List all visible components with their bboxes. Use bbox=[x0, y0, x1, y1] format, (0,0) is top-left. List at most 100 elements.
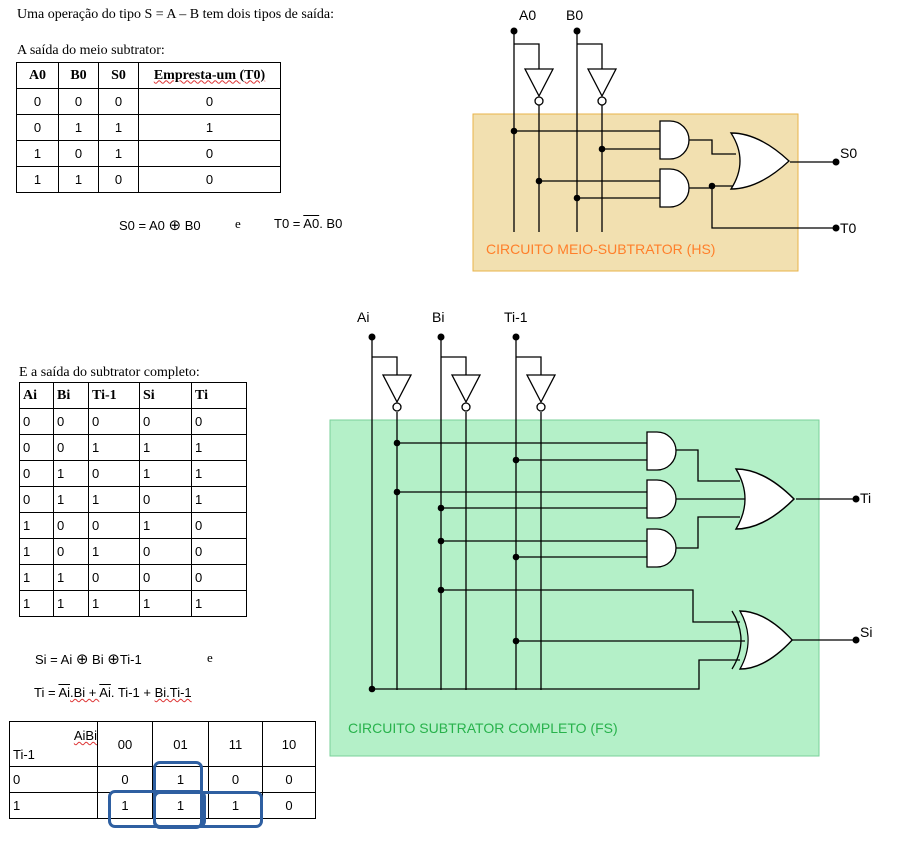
table-cell: 0 bbox=[139, 538, 192, 565]
half-equation-t: T0 = A0. B0 bbox=[274, 216, 342, 231]
header-cell: S0 bbox=[98, 62, 139, 89]
output-label-ti: Ti bbox=[860, 490, 871, 506]
not-gate-icon bbox=[450, 374, 482, 404]
table-row: 1 0 1 0 bbox=[16, 140, 281, 167]
half-subtractor-junctions bbox=[510, 27, 840, 232]
half-truth-table: A0 B0 S0 Empresta-um (T0) 0 0 0 0 0 1 1 … bbox=[16, 62, 281, 193]
half-subtractor-wiring bbox=[513, 31, 836, 232]
kmap-row-header: 1 bbox=[9, 792, 98, 819]
header-text: Empresta-um (T0) bbox=[153, 67, 266, 83]
table-cell: 1 bbox=[191, 590, 247, 617]
table-cell: 0 bbox=[191, 538, 247, 565]
table-cell: 0 bbox=[88, 564, 140, 591]
output-label-t0: T0 bbox=[840, 220, 857, 236]
kmap-col-var: AiBi bbox=[73, 728, 97, 743]
table-header-row: A0 B0 S0 Empresta-um (T0) bbox=[16, 62, 281, 89]
kmap-cell: 0 bbox=[262, 792, 316, 819]
xor-gate-arc bbox=[731, 610, 742, 670]
kmap-row-var: Ti-1 bbox=[13, 747, 35, 762]
output-label-si: Si bbox=[860, 624, 872, 640]
half-equation-s: S0 = A0 ⊕ B0 bbox=[119, 216, 201, 234]
table-cell: 1 bbox=[139, 434, 192, 461]
table-cell: 1 bbox=[19, 590, 54, 617]
kmap-row-header: 0 bbox=[9, 766, 98, 793]
table-cell: 1 bbox=[58, 166, 99, 193]
header-cell: Empresta-um (T0) bbox=[138, 62, 281, 89]
table-cell: 1 bbox=[191, 486, 247, 513]
eq-text: B0 bbox=[184, 218, 201, 233]
eq-text: S0 = A0 bbox=[119, 218, 165, 233]
header-cell: Ai bbox=[19, 382, 54, 409]
eq-text: Si = Ai bbox=[35, 652, 73, 667]
table-cell: 1 bbox=[53, 460, 89, 487]
header-cell: A0 bbox=[16, 62, 59, 89]
xor-symbol: ⊕ bbox=[107, 651, 120, 668]
karnaugh-map: AiBi Ti-1 00 01 11 10 0 0 1 0 0 1 1 1 1 … bbox=[9, 721, 316, 819]
table-cell: 1 bbox=[191, 460, 247, 487]
half-subtractor-label: CIRCUITO MEIO-SUBTRATOR (HS) bbox=[486, 241, 715, 257]
not-bubble-icon bbox=[461, 402, 471, 412]
xor-symbol: ⊕ bbox=[168, 217, 182, 234]
eq-text: Bi.Ti-1 bbox=[154, 685, 192, 700]
not-gate-icon bbox=[525, 374, 557, 404]
table-cell: 0 bbox=[53, 512, 89, 539]
not-gate-icon bbox=[523, 68, 555, 98]
full-caption: E a saída do subtrator completo: bbox=[19, 365, 200, 380]
table-cell: 0 bbox=[138, 88, 281, 115]
table-row: 1 1 0 0 bbox=[16, 166, 281, 193]
table-cell: 1 bbox=[19, 512, 54, 539]
table-cell: 0 bbox=[53, 434, 89, 461]
table-cell: 1 bbox=[88, 486, 140, 513]
table-cell: 0 bbox=[191, 564, 247, 591]
full-subtractor-junctions bbox=[368, 333, 860, 693]
half-caption: A saída do meio subtrator: bbox=[17, 43, 165, 58]
full-equation-si: Si = Ai ⊕ Bi ⊕Ti-1 bbox=[35, 650, 142, 668]
eq-text: . Ti-1 + bbox=[110, 685, 155, 700]
kmap-col-header: 10 bbox=[262, 721, 316, 767]
table-cell: 0 bbox=[98, 88, 139, 115]
kmap-group-right bbox=[153, 791, 263, 828]
kmap-corner-cell: AiBi Ti-1 bbox=[9, 721, 98, 767]
eq-text: .Bi + bbox=[70, 685, 100, 700]
input-label-ai: Ai bbox=[357, 309, 369, 325]
table-cell: 1 bbox=[53, 564, 89, 591]
table-cell: 1 bbox=[53, 590, 89, 617]
table-cell: 1 bbox=[19, 564, 54, 591]
eq-text: A0 bbox=[303, 216, 320, 231]
full-equation-conj: e bbox=[207, 650, 213, 665]
table-row: 0 0 0 0 bbox=[16, 88, 281, 115]
not-bubble-icon bbox=[597, 96, 607, 106]
table-cell: 0 bbox=[138, 140, 281, 167]
output-label-s0: S0 bbox=[840, 145, 857, 161]
eq-text: . B0 bbox=[319, 216, 343, 231]
kmap-row: 1 1 1 1 0 bbox=[9, 792, 316, 819]
input-label-b0: B0 bbox=[566, 7, 583, 23]
half-equation-conj: e bbox=[235, 216, 241, 231]
eq-text: Ai bbox=[58, 685, 71, 700]
full-equation-ti: Ti = Ai.Bi + Ai. Ti-1 + Bi.Ti-1 bbox=[34, 685, 192, 700]
table-cell: 1 bbox=[138, 114, 281, 141]
eq-text: Bi bbox=[92, 652, 104, 667]
full-subtractor-wiring bbox=[371, 337, 856, 690]
intro-text: Uma operação do tipo S = A – B tem dois … bbox=[17, 7, 335, 22]
kmap-cell: 0 bbox=[208, 766, 263, 793]
table-header-row: Ai Bi Ti-1 Si Ti bbox=[19, 382, 247, 409]
xor-symbol: ⊕ bbox=[75, 651, 89, 668]
input-label-bi: Bi bbox=[432, 309, 444, 325]
kmap-cell: 1 bbox=[208, 792, 263, 819]
header-cell: Bi bbox=[53, 382, 89, 409]
table-cell: 0 bbox=[16, 88, 59, 115]
kmap-col-header: 11 bbox=[208, 721, 263, 767]
not-bubble-icon bbox=[536, 402, 546, 412]
table-cell: 0 bbox=[19, 434, 54, 461]
not-bubble-icon bbox=[534, 96, 544, 106]
table-cell: 1 bbox=[58, 114, 99, 141]
